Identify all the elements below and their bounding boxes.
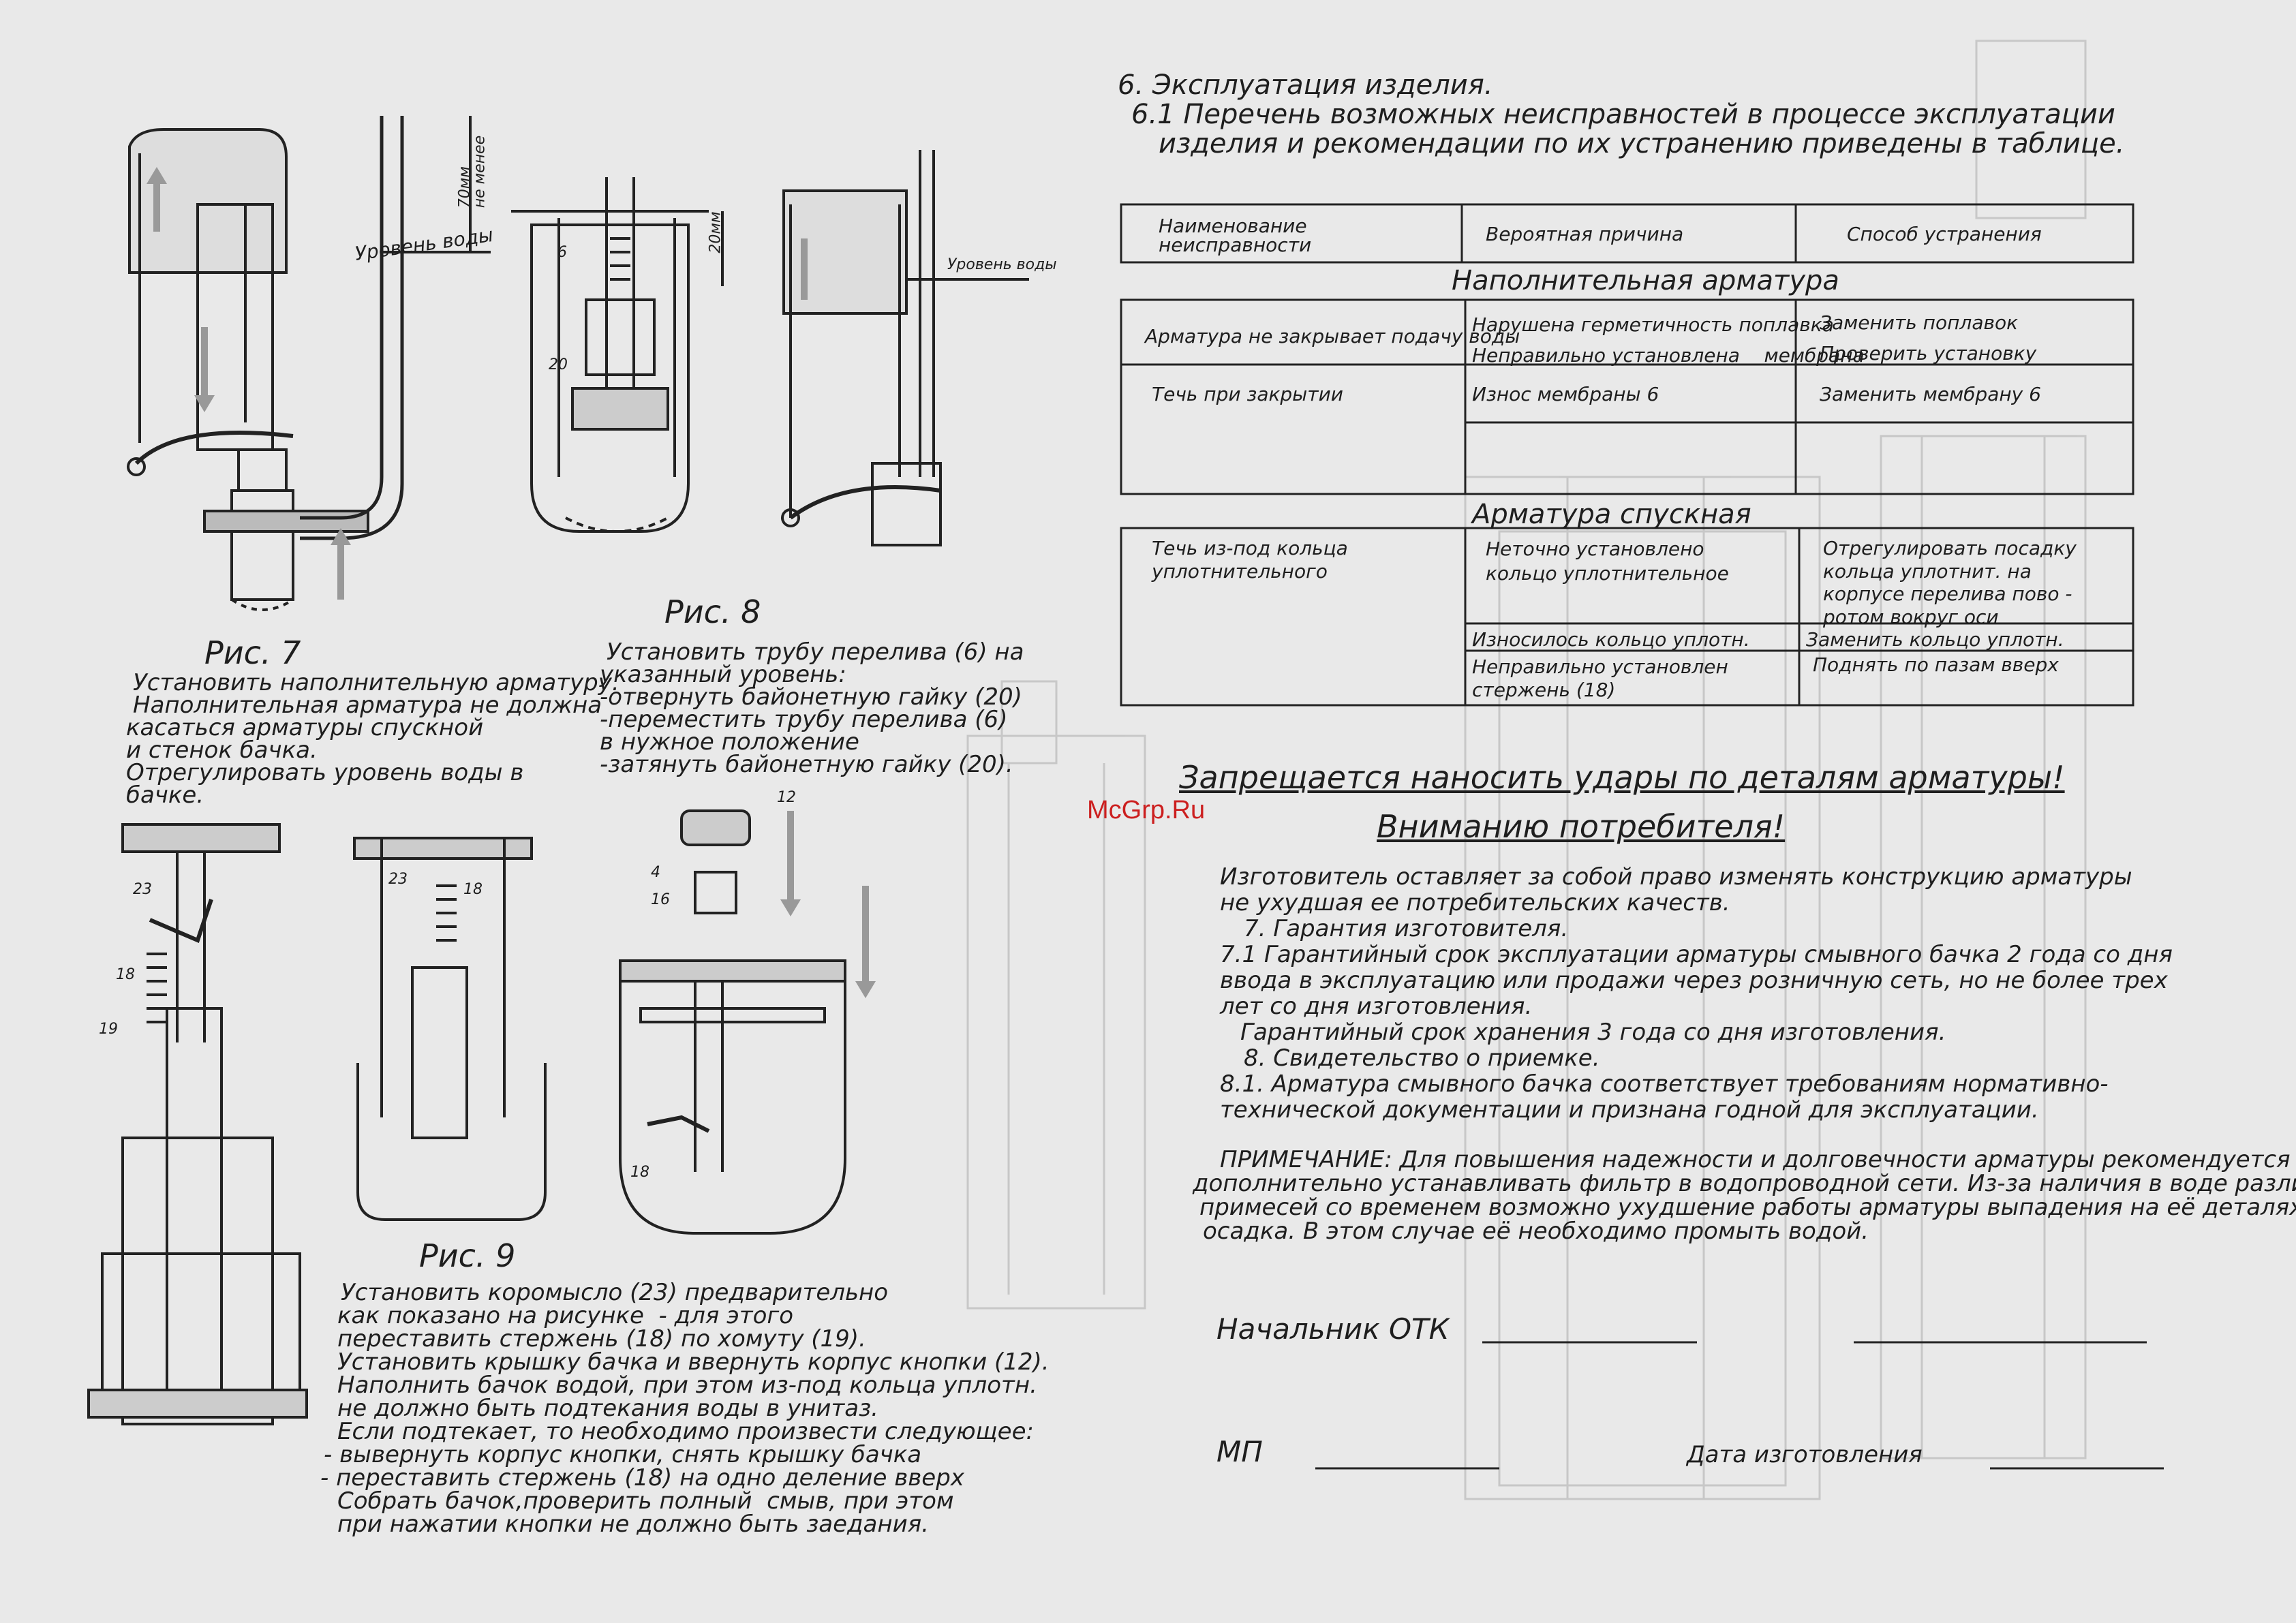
consumer-line: технической документации и признана годн… bbox=[1220, 1096, 2039, 1124]
consumer-line: 8.1. Арматура смывного бачка соответству… bbox=[1220, 1070, 2109, 1098]
section6-title: 6. Эксплуатация изделия. bbox=[1118, 69, 1493, 101]
consumer-line: не ухудшая ее потребительских качеств. bbox=[1220, 889, 1730, 916]
table-cell-cause: Износилось кольцо уплотн. bbox=[1472, 628, 1750, 651]
fig9-drawing bbox=[87, 809, 876, 1425]
fig8-line: в нужное положение bbox=[600, 728, 859, 756]
consumer-line: 7.1 Гарантийный срок эксплуатации армату… bbox=[1220, 941, 2173, 968]
table-header-fix: Способ устранения bbox=[1847, 223, 2042, 245]
fig9-line: - вывернуть корпус кнопки, снять крышку … bbox=[324, 1441, 922, 1468]
signature-mp-label: МП bbox=[1216, 1435, 1263, 1468]
table-cell-cause: Нарушена герметичность поплавка Неправил… bbox=[1472, 313, 1865, 367]
fig8-line: Установить трубу перелива (6) на bbox=[607, 638, 1024, 666]
warning-attention: Вниманию потребителя! bbox=[1377, 808, 1786, 845]
table-cell-fix: Заменить поплавок Проверить установку bbox=[1820, 311, 2037, 365]
fig9-line: переставить стержень (18) по хомуту (19)… bbox=[337, 1325, 866, 1352]
fig9-line: Наполнить бачок водой, при этом из-под к… bbox=[337, 1372, 1037, 1399]
consumer-line: Гарантийный срок хранения 3 года со дня … bbox=[1240, 1019, 1946, 1046]
table-cell-fix: Поднять по пазам вверх bbox=[1813, 653, 2059, 676]
fig8-line: -отвернуть байонетную гайку (20) bbox=[600, 683, 1022, 711]
table-cell-cause: Неточно установлено кольцо уплотнительно… bbox=[1486, 538, 1729, 585]
fig9-line: Установить коромысло (23) предварительно bbox=[341, 1279, 889, 1306]
fig9-line: - переставить стержень (18) на одно деле… bbox=[320, 1464, 964, 1491]
fig9-part16-label: 16 bbox=[651, 891, 670, 908]
table-cell-fault: Арматура не закрывает подачу воды bbox=[1145, 325, 1520, 347]
fig8-dimension-label: 20мм bbox=[707, 211, 724, 253]
fig7-drawing bbox=[127, 116, 491, 611]
fig9-line: как показано на рисунке - для этого bbox=[337, 1302, 794, 1329]
fig8-water-level-label: Уровень воды bbox=[947, 256, 1057, 273]
fig7-line: касаться арматуры спускной bbox=[126, 714, 484, 741]
fig7-line: бачке. bbox=[126, 782, 204, 809]
note-line: дополнительно устанавливать фильтр в вод… bbox=[1193, 1170, 2296, 1197]
fig7-dimension-label: 70мм не менее bbox=[456, 135, 489, 208]
fig8-line: -переместить трубу перелива (6) bbox=[600, 706, 1008, 733]
fig8-right-drawing bbox=[781, 150, 1029, 546]
fig7-line: Отрегулировать уровень воды в bbox=[126, 759, 524, 786]
fig9-part19-label: 19 bbox=[99, 1021, 118, 1038]
section6-subtitle-line1: 6.1 Перечень возможных неисправностей в … bbox=[1131, 99, 2115, 130]
fig9-part4-label: 4 bbox=[651, 864, 660, 881]
fig9-line: при нажатии кнопки не должно быть заедан… bbox=[337, 1511, 929, 1538]
warning-no-hits: Запрещается наносить удары по деталям ар… bbox=[1179, 759, 2065, 796]
fig7-line: Наполнительная арматура не должна bbox=[133, 692, 602, 719]
signature-date-label: Дата изготовления bbox=[1687, 1441, 1923, 1468]
fig9-part18-label: 18 bbox=[116, 966, 135, 983]
table-cell-fix: Заменить кольцо уплотн. bbox=[1806, 628, 2064, 651]
fig9-part23b-label: 23 bbox=[388, 871, 408, 888]
consumer-line: 8. Свидетельство о приемке. bbox=[1244, 1045, 1600, 1072]
fig9-part18b-label: 18 bbox=[463, 881, 483, 898]
fig8-part6-label: 6 bbox=[557, 244, 567, 261]
fig9-line: Если подтекает, то необходимо произвести… bbox=[337, 1418, 1034, 1445]
fault-table-grid bbox=[1120, 203, 2134, 707]
fig8-line: указанный уровень: bbox=[600, 661, 846, 688]
fig9-line: не должно быть подтекания воды в унитаз. bbox=[337, 1395, 878, 1422]
table-header-cause: Вероятная причина bbox=[1486, 223, 1684, 245]
fig8-part20-label: 20 bbox=[549, 356, 568, 373]
fig7-caption: Рис. 7 bbox=[204, 634, 301, 671]
consumer-line: ввода в эксплуатацию или продажи через р… bbox=[1220, 967, 2168, 994]
fig8-line: -затянуть байонетную гайку (20). bbox=[600, 751, 1013, 778]
table-group-drain: Арматура спускная bbox=[1472, 499, 1751, 530]
table-group-filling: Наполнительная арматура bbox=[1452, 265, 1839, 296]
consumer-line: лет со дня изготовления. bbox=[1220, 993, 1533, 1020]
fig7-line: и стенок бачка. bbox=[126, 737, 318, 764]
note-line: осадка. В этом случае её необходимо пром… bbox=[1203, 1218, 1869, 1245]
fig9-line: Установить крышку бачка и ввернуть корпу… bbox=[337, 1348, 1050, 1376]
table-cell-fault: Течь при закрытии bbox=[1152, 383, 1343, 405]
note-line: примесей со временем возможно ухудшение … bbox=[1199, 1194, 2296, 1221]
watermark: McGrp.Ru bbox=[1087, 796, 1206, 824]
fig8-left-drawing bbox=[511, 177, 724, 533]
table-header-fault: Наименование неисправности bbox=[1159, 215, 1313, 256]
fig9-part12-label: 12 bbox=[777, 789, 796, 806]
fig9-part23-label: 23 bbox=[133, 881, 152, 898]
fig9-caption: Рис. 9 bbox=[419, 1237, 516, 1274]
fig9-part18c-label: 18 bbox=[630, 1164, 649, 1181]
table-cell-fix: Отрегулировать посадку кольца уплотнит. … bbox=[1823, 537, 2077, 628]
fig8-caption: Рис. 8 bbox=[664, 593, 761, 630]
table-cell-fault: Течь из-под кольца уплотнительного bbox=[1152, 537, 1348, 583]
fig7-line: Установить наполнительную арматуру. bbox=[133, 669, 619, 696]
table-cell-cause: Неправильно установлен стержень (18) bbox=[1472, 655, 1728, 701]
consumer-line: Изготовитель оставляет за собой право из… bbox=[1220, 863, 2132, 891]
consumer-line: 7. Гарантия изготовителя. bbox=[1244, 915, 1569, 942]
fig9-line: Собрать бачок,проверить полный смыв, при… bbox=[337, 1487, 954, 1515]
bleed-through-drawing bbox=[966, 40, 2087, 1500]
section6-subtitle-line2: изделия и рекомендации по их устранению … bbox=[1159, 128, 2125, 159]
table-cell-cause: Износ мембраны 6 bbox=[1472, 383, 1659, 405]
signature-lines bbox=[1315, 1341, 2164, 1470]
table-cell-fix: Заменить мембрану 6 bbox=[1820, 383, 2041, 405]
note-line: ПРИМЕЧАНИЕ: Для повышения надежности и д… bbox=[1220, 1146, 2291, 1173]
signature-otk-label: Начальник ОТК bbox=[1216, 1312, 1450, 1346]
